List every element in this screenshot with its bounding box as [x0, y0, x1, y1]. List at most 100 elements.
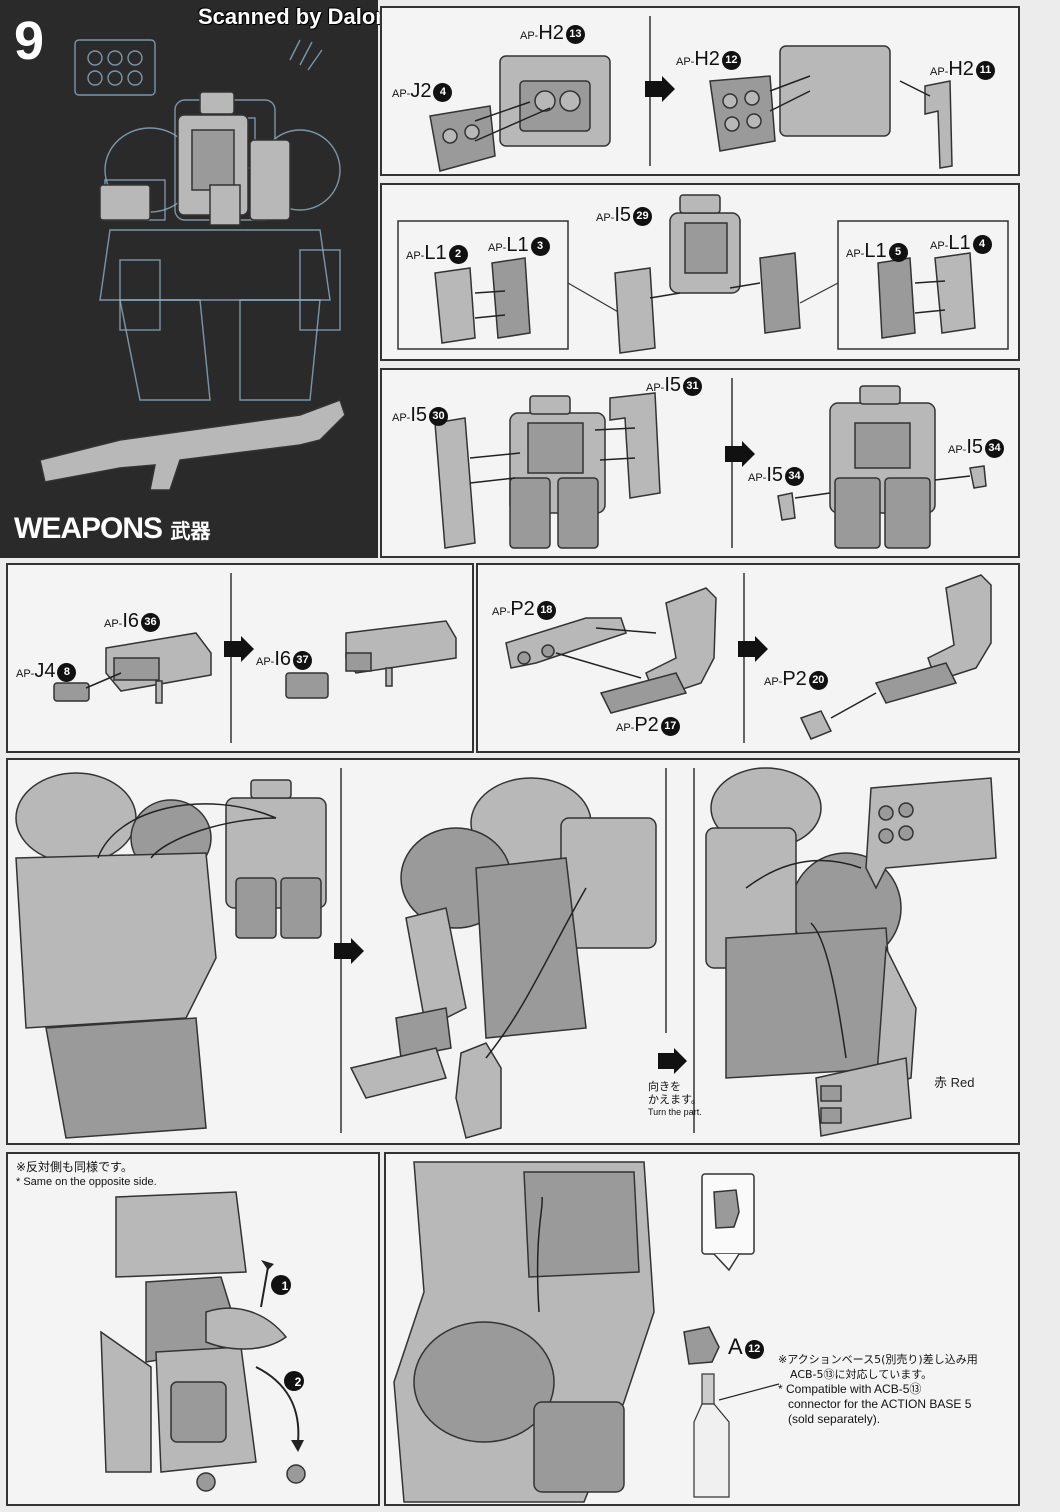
backpack-sides-diagram — [434, 378, 987, 549]
part-prefix: AP- — [16, 668, 35, 680]
part-number-badge: 5 — [888, 243, 908, 262]
part-code: I5 — [614, 204, 632, 226]
attach-diagram — [15, 767, 997, 1139]
turn-note-jp1: 向きを — [648, 1080, 681, 1093]
launcher-diagram — [505, 573, 992, 743]
base-note-en-line3: (sold separately). — [788, 1412, 881, 1426]
part-prefix: AP- — [930, 240, 949, 252]
part-number-badge: 31 — [683, 377, 703, 396]
part-number-badge: 3 — [530, 237, 550, 256]
part-prefix: AP- — [930, 66, 949, 78]
part-prefix: AP- — [616, 722, 635, 734]
part-prefix: AP- — [392, 412, 411, 424]
part-number-badge: 34 — [785, 467, 805, 486]
turn-note-jp2: かえます。 — [648, 1093, 702, 1106]
base-note-jp-line2: ACB-5⑬に対応しています。 — [790, 1368, 933, 1381]
part-prefix: AP- — [748, 472, 767, 484]
part-prefix: AP- — [492, 606, 511, 618]
part-prefix: AP- — [596, 212, 615, 224]
part-code: I6 — [122, 610, 140, 632]
part-number-badge: 20 — [808, 671, 828, 690]
section-title: WEAPONS — [14, 512, 163, 545]
part-number-badge: 18 — [536, 601, 556, 620]
part-code: P2 — [510, 598, 535, 620]
part-code: P2 — [782, 668, 807, 690]
part-number-badge: 17 — [660, 717, 680, 736]
part-code: I5 — [410, 404, 428, 426]
part-number-badge: 11 — [975, 61, 995, 80]
part-number-badge: 4 — [433, 83, 453, 102]
section-title-jp: 武器 — [170, 519, 211, 543]
step-1-marker: 1 — [281, 1279, 289, 1293]
part-code: J2 — [410, 80, 432, 102]
part-prefix: AP- — [646, 382, 665, 394]
part-code: H2 — [538, 22, 564, 44]
part-code: I5 — [766, 464, 784, 486]
part-number-badge: 30 — [429, 407, 449, 426]
part-prefix: AP- — [846, 248, 865, 260]
part-prefix: AP- — [104, 618, 123, 630]
preview-panel: 9 WEAPONS 武器 — [0, 0, 378, 558]
base-note-en-line2: connector for the ACTION BASE 5 — [788, 1397, 972, 1411]
missile-pod-diagram — [429, 16, 953, 172]
red-color-note-en: Red — [950, 1075, 975, 1090]
opposite-side-note-jp: ※反対側も同様です。 — [16, 1160, 133, 1174]
part-code: L1 — [948, 232, 971, 254]
part-prefix: AP- — [488, 242, 507, 254]
opposite-side-note-en: * Same on the opposite side. — [16, 1176, 157, 1188]
part-code: H2 — [694, 48, 720, 70]
part-number-badge: 37 — [293, 651, 313, 670]
part-number-badge: 2 — [448, 245, 468, 264]
action-base-diagram — [393, 1161, 780, 1503]
base-note-en-line1: * Compatible with ACB-5⑬ — [778, 1382, 922, 1396]
part-number-badge: 13 — [565, 25, 585, 44]
part-number-badge: 12 — [721, 51, 741, 70]
part-prefix: AP- — [764, 676, 783, 688]
part-prefix: AP- — [256, 656, 275, 668]
part-number-badge: 29 — [633, 207, 653, 226]
robot-preview-illustration — [39, 39, 346, 491]
part-code: I6 — [274, 648, 292, 670]
part-code: P2 — [634, 714, 659, 736]
part-code: L1 — [506, 234, 529, 256]
part-number-badge: 4 — [972, 235, 992, 254]
backpack-diagram — [397, 194, 1009, 354]
part-code: J4 — [34, 660, 56, 682]
part-number-badge: 34 — [985, 439, 1005, 458]
part-code: I5 — [966, 436, 984, 458]
part-code: L1 — [864, 240, 887, 262]
part-prefix: AP- — [520, 30, 539, 42]
part-prefix: AP- — [676, 56, 695, 68]
base-note-jp-line1: ※アクションベース5(別売り)差し込み用 — [778, 1353, 978, 1366]
part-number-badge: 8 — [57, 663, 77, 682]
part-code: I5 — [664, 374, 682, 396]
part-number-badge: 12 — [744, 1340, 764, 1359]
step-2-marker: 2 — [294, 1375, 302, 1389]
part-prefix: AP- — [948, 444, 967, 456]
part-prefix: AP- — [392, 88, 411, 100]
part-prefix: AP- — [406, 250, 425, 262]
step-number: 9 — [14, 11, 45, 71]
grenade-pod-diagram — [53, 573, 457, 743]
part-number-badge: 36 — [141, 613, 161, 632]
part-code: H2 — [948, 58, 974, 80]
part-code: A — [728, 1334, 743, 1359]
